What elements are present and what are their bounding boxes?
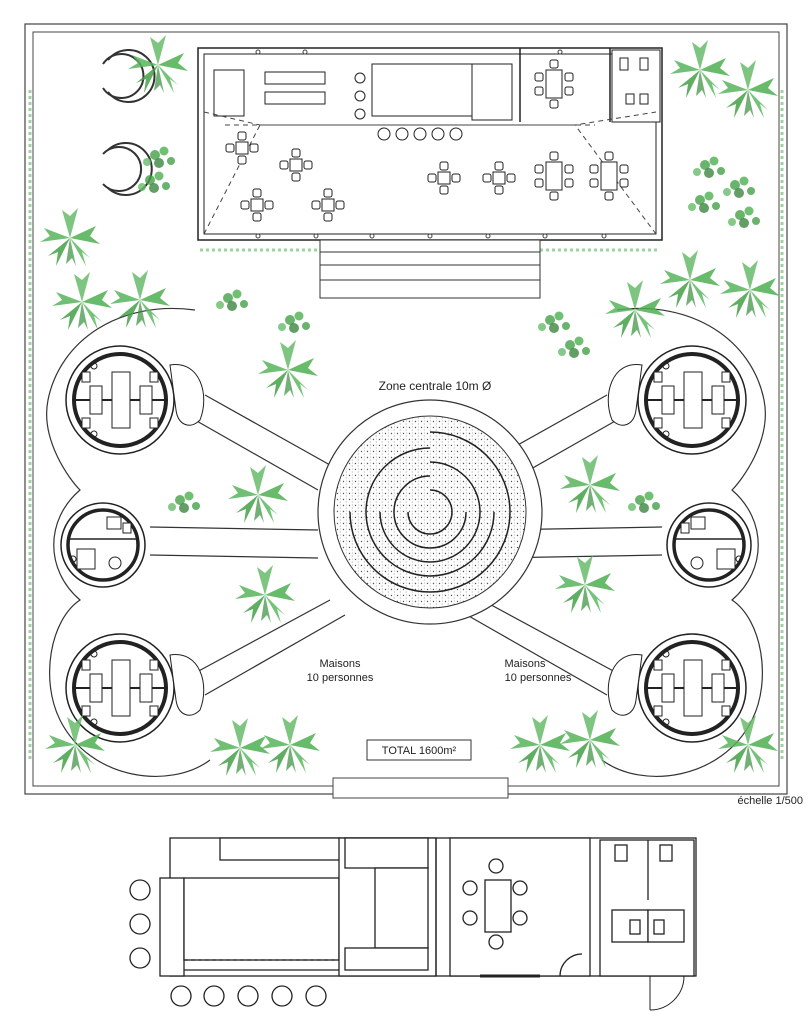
- hut-porches: [169, 364, 643, 716]
- hedge-border: [28, 90, 784, 760]
- play-arcs: [102, 49, 156, 196]
- houses-left-label-2: 10 personnes: [307, 672, 374, 684]
- total-area-label: TOTAL 1600m²: [382, 745, 457, 757]
- hut-middle-right: [665, 501, 753, 589]
- main-building: [197, 47, 663, 241]
- hut-top-right: [636, 344, 748, 456]
- building-detail-plan: [129, 837, 697, 1011]
- hut-top-left: [64, 344, 176, 456]
- hut-bottom-right: [636, 632, 748, 744]
- scale-label: échelle 1/500: [738, 795, 803, 807]
- entrance-steps: [319, 239, 541, 299]
- hut-bottom-left: [64, 632, 176, 744]
- entrance-gate: [332, 777, 509, 799]
- hut-middle-left: [59, 501, 147, 589]
- central-zone-label: Zone centrale 10m Ø: [379, 379, 492, 393]
- houses-right-label-2: 10 personnes: [505, 672, 572, 684]
- houses-right-label-1: Maisons: [505, 658, 546, 670]
- central-zone: [317, 399, 543, 625]
- houses-left-label-1: Maisons: [320, 658, 361, 670]
- total-box: [366, 739, 472, 761]
